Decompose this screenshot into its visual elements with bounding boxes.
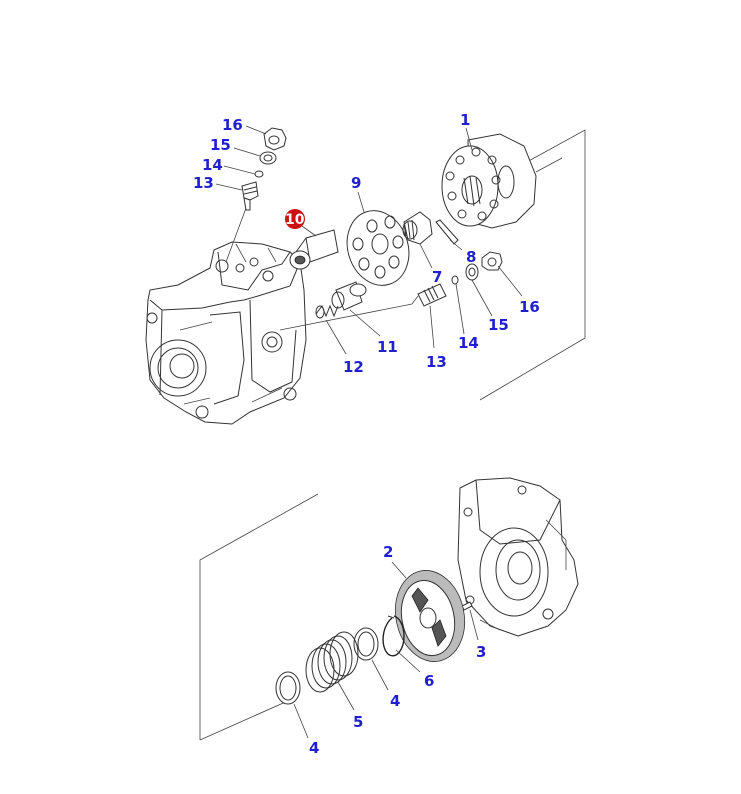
oring-14-right [451, 275, 459, 285]
leader-16b [497, 265, 523, 297]
leader-7 [419, 243, 433, 269]
washer-15-right [465, 263, 479, 281]
highlight-badge-10 [285, 209, 305, 229]
oring-14-left [254, 170, 264, 178]
nut-16-right [481, 251, 503, 271]
exploded-frame-bottom [199, 493, 319, 740]
callout-15-right: 15 [488, 316, 509, 334]
callout-12: 12 [343, 358, 364, 376]
callout-labels: 16 15 14 13 10 9 1 7 8 16 15 14 13 11 12… [193, 111, 540, 757]
ring-4-upper [353, 627, 379, 661]
callout-14-left: 14 [202, 156, 223, 174]
leader-15b [471, 279, 493, 317]
leader-2 [391, 561, 407, 579]
leader-4b [293, 703, 309, 739]
exploded-frame [479, 129, 586, 401]
spring-5 [305, 631, 359, 693]
callout-14-right: 14 [458, 334, 479, 352]
callout-3: 3 [476, 643, 486, 661]
callout-11: 11 [377, 338, 398, 356]
leader-13b [429, 305, 435, 349]
callout-2: 2 [383, 543, 393, 561]
leader-9 [357, 191, 365, 213]
leader-6 [395, 649, 421, 673]
guide-11 [331, 281, 367, 311]
callout-13-right: 13 [426, 353, 447, 371]
plug-13-left [241, 181, 259, 211]
callout-10: 10 [285, 212, 305, 228]
bottom-assembly [199, 477, 579, 741]
leader-1 [465, 127, 473, 151]
axis-line [535, 157, 563, 173]
callout-4-upper: 4 [390, 692, 400, 710]
frame-bottom-edge [199, 699, 291, 741]
end-cover [457, 477, 579, 637]
cylinder-block-1 [441, 133, 537, 229]
callout-4-lower: 4 [309, 739, 319, 757]
leader-4a [371, 659, 389, 691]
leader-12 [325, 319, 347, 355]
leader-14b [455, 283, 465, 335]
valve-plate-2 [394, 570, 466, 662]
leader-housing-13 [225, 207, 247, 263]
piston-10 [289, 229, 339, 270]
leader-13a [215, 183, 243, 191]
spring-12 [315, 304, 339, 319]
leader-16a [245, 125, 267, 135]
leader-3 [469, 609, 479, 641]
callout-6: 6 [424, 672, 434, 690]
pump-housing [145, 241, 307, 425]
plate-9 [346, 210, 410, 286]
leader-15a [233, 147, 261, 157]
nut-16-left [263, 127, 287, 151]
leader-13b-housing [279, 303, 413, 331]
callout-16-left: 16 [222, 116, 243, 134]
pin-8 [435, 219, 459, 245]
washer-15-left [259, 151, 277, 165]
leader-11 [349, 309, 381, 337]
left-fastener-stack [215, 125, 287, 211]
ring-4-lower [275, 671, 301, 705]
callout-9: 9 [351, 174, 361, 192]
leader-14a [223, 165, 256, 175]
callout-7: 7 [432, 268, 442, 286]
callout-13-left: 13 [193, 174, 214, 192]
callout-15-left: 15 [210, 136, 231, 154]
leader-10 [301, 225, 317, 237]
callout-16-right: 16 [519, 298, 540, 316]
top-assembly [145, 125, 586, 425]
leader-5 [337, 681, 355, 711]
leader-8 [449, 239, 463, 251]
callout-1: 1 [460, 111, 470, 129]
callout-5: 5 [353, 713, 363, 731]
plug-13-right [411, 283, 447, 307]
callout-8: 8 [466, 248, 476, 266]
bushing-7 [402, 211, 433, 245]
